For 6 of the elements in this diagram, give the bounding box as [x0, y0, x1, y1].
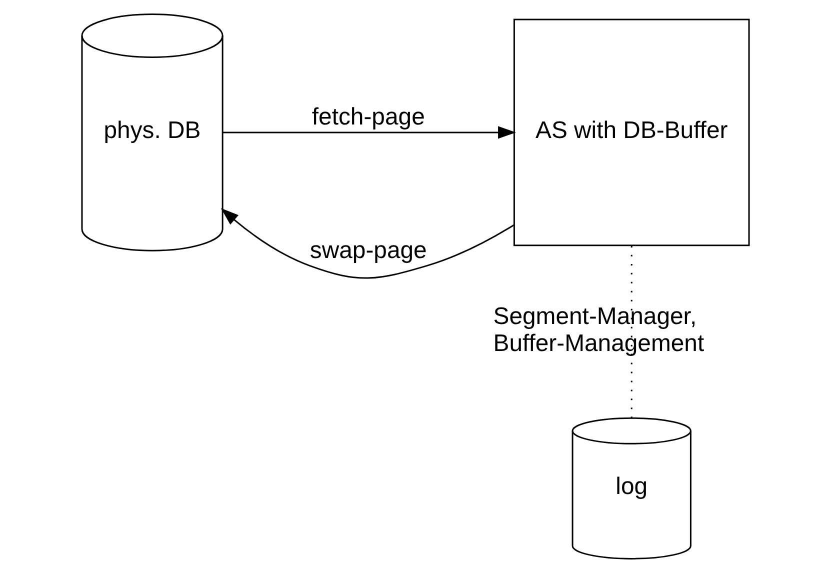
node-box: AS with DB-Buffer [513, 18, 750, 246]
edge-label: swap-page [310, 236, 427, 264]
edge-label: fetch-page [312, 104, 425, 131]
arrow [220, 208, 514, 279]
arrow [223, 126, 516, 139]
edge-label: Segment-Manager, Buffer-Management [493, 302, 704, 357]
